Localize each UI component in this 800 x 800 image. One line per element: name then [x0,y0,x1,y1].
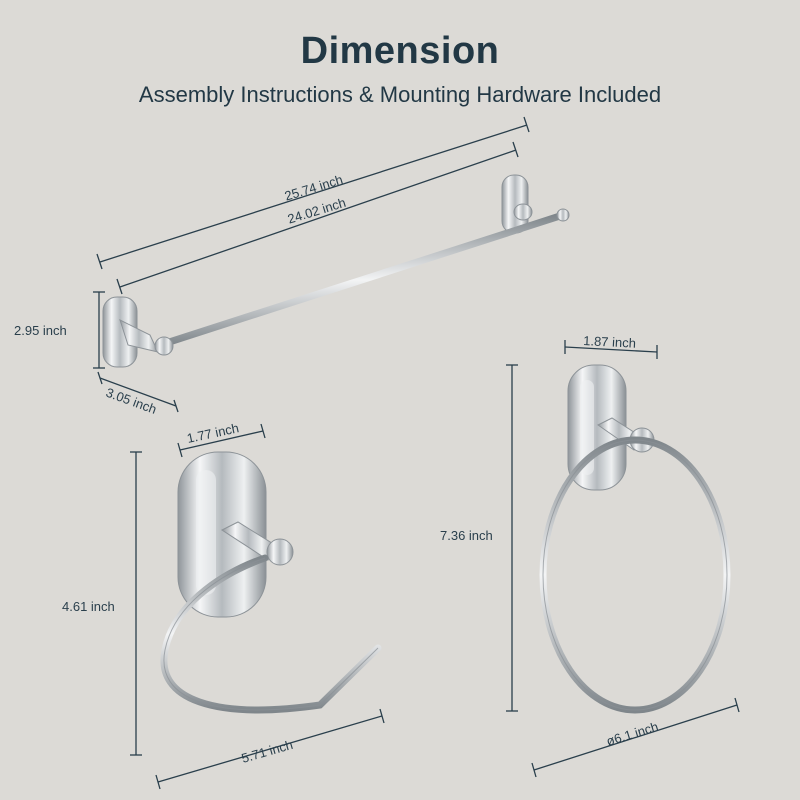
towel-bar-right-end-cap [556,208,570,222]
towel-bar-height-label: 2.95 inch [14,323,67,338]
towel-ring-diameter-dimension-line [531,697,740,778]
paper-holder: 1.77 inch 4.61 inch 5.71 i [62,420,385,790]
towel-bar-height-dimension-line [93,291,105,369]
paper-holder-knob [266,538,294,566]
towel-bar-right-post [513,203,533,221]
towel-bar-rod [156,211,567,349]
towel-bar-length-dimension-line [116,141,519,295]
towel-bar-overall-dimension-line [96,116,530,270]
towel-ring-diameter-label: ø6.1 inch [604,719,660,749]
paper-holder-bottom-width-dimension-line [155,708,385,790]
towel-bar: 25.74 inch 24.02 inch [14,116,570,417]
paper-holder-height-dimension-line [130,451,142,756]
towel-ring-top-width-label: 1.87 inch [583,333,636,351]
paper-holder-height-label: 4.61 inch [62,599,115,614]
page-title: Dimension [300,30,500,72]
towel-ring: 1.87 inch 7.36 inch ø6.1 i [440,333,740,778]
towel-bar-left-end-cap [154,336,174,356]
paper-holder-plate-highlight [196,470,216,595]
paper-holder-bottom-width-label: 5.71 inch [240,737,295,766]
towel-ring-height-label: 7.36 inch [440,528,493,543]
paper-holder-top-width-dimension-line [177,423,266,458]
towel-ring-plate-highlight [580,380,594,475]
page-subtitle: Assembly Instructions & Mounting Hardwar… [138,82,662,107]
towel-ring-height-dimension-line [506,364,518,712]
towel-ring-loop [539,436,731,714]
towel-ring-top-width-dimension-line [564,340,658,359]
towel-bar-depth-dimension-line [97,371,179,413]
